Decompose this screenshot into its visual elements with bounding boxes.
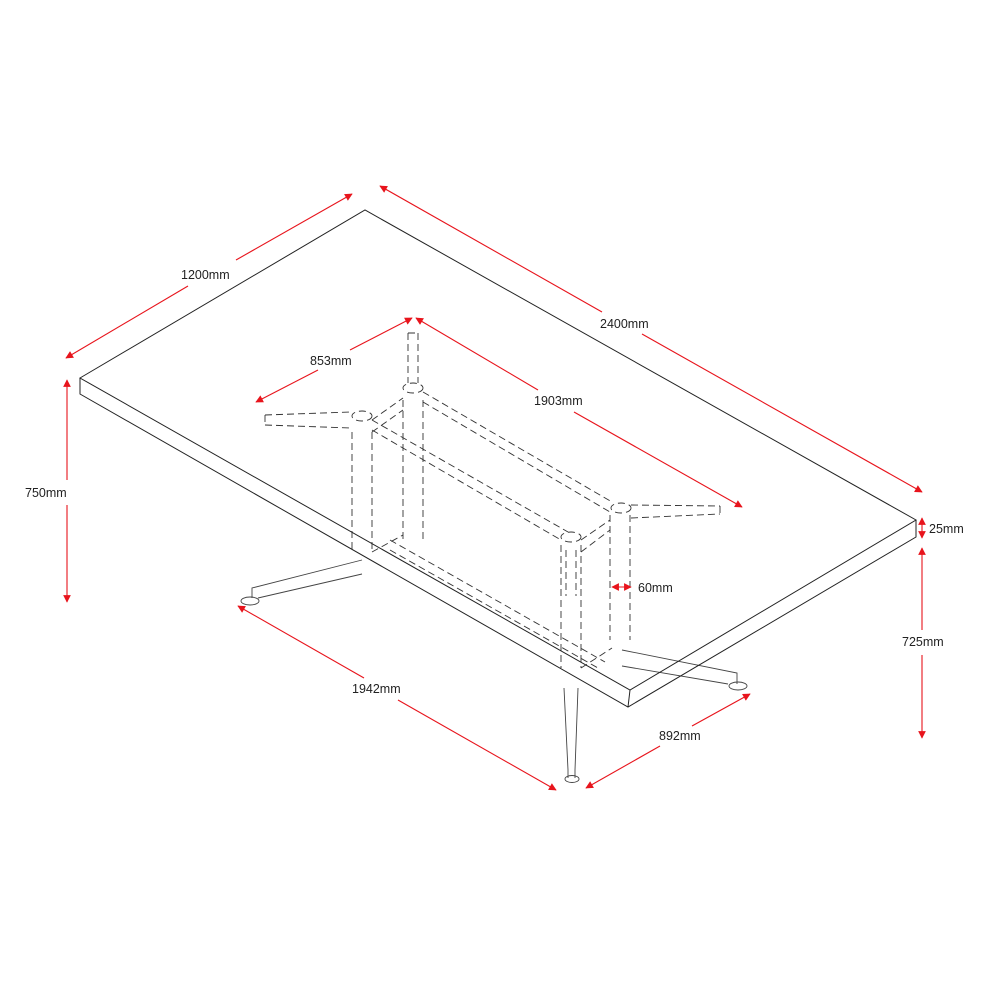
lower-rails	[371, 534, 606, 669]
table-top-edge	[79, 378, 917, 708]
right-top-arm	[630, 504, 721, 519]
label-frame-width: 853mm	[310, 354, 352, 368]
post-back-right	[609, 515, 631, 640]
label-base-width: 892mm	[659, 729, 701, 743]
post-back-left	[402, 400, 424, 540]
left-top-arm	[264, 411, 353, 429]
table-top	[79, 209, 917, 708]
label-base-length: 1942mm	[352, 682, 401, 696]
label-post-diameter: 60mm	[638, 581, 673, 595]
label-height: 750mm	[25, 486, 67, 500]
right-foot-pad	[728, 681, 748, 691]
label-top-thickness: 25mm	[929, 522, 964, 536]
label-frame-length: 1903mm	[534, 394, 583, 408]
label-width: 1200mm	[181, 268, 230, 282]
right-foot-arm	[621, 649, 738, 685]
top-cross-rails	[371, 397, 611, 553]
label-length: 2400mm	[600, 317, 649, 331]
label-leg-height: 725mm	[902, 635, 944, 649]
base-frame	[240, 332, 748, 783]
post-front-right	[560, 545, 582, 668]
left-foot-arm	[251, 559, 363, 599]
dimension-labels: 1200mm 2400mm 750mm 25mm 725mm 853mm 190…	[25, 268, 964, 743]
top-rails	[371, 391, 613, 541]
table-top-surface	[79, 209, 917, 691]
dimension-lines	[63, 185, 926, 791]
front-tapered-leg	[563, 687, 579, 771]
front-foot-pad	[564, 775, 580, 783]
front-top-arm	[565, 550, 577, 596]
left-foot-pad	[240, 596, 260, 606]
back-top-arm	[407, 332, 419, 383]
